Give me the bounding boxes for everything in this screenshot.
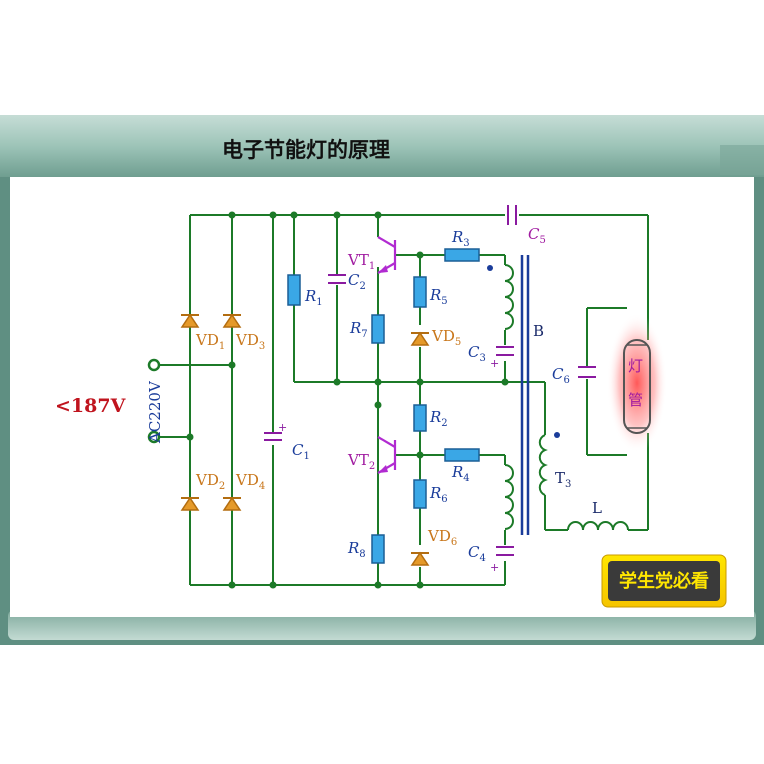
- svg-text:+: +: [490, 561, 499, 574]
- vd2-label: VD2: [195, 471, 225, 492]
- transistor-vt1: [377, 236, 397, 274]
- vd5-label: VD5: [431, 327, 461, 348]
- diode-vd5: [410, 331, 430, 346]
- diode-vd6: [410, 551, 430, 566]
- vd6-label: VD6: [427, 527, 457, 548]
- transistor-vt2: [377, 436, 397, 474]
- diode-vd4: [222, 496, 242, 511]
- r3-label: R3: [451, 228, 470, 249]
- lamp-label-2: 管: [628, 391, 643, 409]
- inductor-l: [567, 521, 629, 531]
- badge: [601, 554, 727, 608]
- r8-label: R8: [347, 539, 366, 560]
- diode-vd1: [180, 313, 200, 328]
- r5-label: R5: [429, 286, 448, 307]
- source-label: AC220V: [146, 380, 164, 444]
- junction-dots: [186, 211, 509, 589]
- c6-label: C6: [552, 365, 570, 386]
- circuit-slide-svg: 电子节能灯的原理 <187V: [0, 115, 764, 645]
- c5-label: C5: [528, 225, 546, 246]
- capacitor-c6: [578, 366, 596, 378]
- resistor-r2: [413, 404, 427, 432]
- lamp-tube: [607, 313, 667, 453]
- slide-title: 电子节能灯的原理: [222, 138, 390, 162]
- c2-label: C2: [348, 271, 366, 292]
- lamp-label-1: 灯: [628, 357, 643, 375]
- resistor-r1: [287, 274, 301, 306]
- vd1-label: VD1: [195, 331, 225, 352]
- resistor-r5: [413, 276, 427, 308]
- resistor-r6: [413, 479, 427, 509]
- l-label: L: [592, 499, 602, 517]
- resistor-r7: [371, 314, 385, 344]
- t3-label: T3: [555, 469, 571, 490]
- b-label: B: [533, 322, 544, 340]
- vt1-label: VT1: [347, 251, 375, 272]
- svg-text:+: +: [490, 357, 499, 370]
- resistor-r8: [371, 534, 385, 564]
- diode-vd3: [222, 313, 242, 328]
- vd4-label: VD4: [235, 471, 265, 492]
- r2-label: R2: [429, 408, 448, 429]
- capacitor-c3: +: [490, 346, 514, 370]
- badge-text: 学生党必看: [619, 570, 709, 592]
- ac-input-terminals: AC220V: [146, 358, 164, 444]
- slide: 电子节能灯的原理 <187V: [0, 115, 764, 645]
- r1-label: R1: [304, 287, 323, 308]
- capacitor-c1: +: [264, 421, 287, 441]
- capacitor-c2: [328, 274, 346, 284]
- resistor-r4: [444, 448, 480, 462]
- vt2-label: VT2: [347, 451, 375, 472]
- diode-vd2: [180, 496, 200, 511]
- svg-text:+: +: [278, 421, 287, 434]
- capacitor-c5: [507, 205, 517, 225]
- voltage-note: <187V: [55, 395, 127, 417]
- c4-label: C4: [468, 543, 486, 564]
- c3-label: C3: [468, 343, 486, 364]
- vd3-label: VD3: [235, 331, 265, 352]
- resistor-r3: [444, 248, 480, 262]
- c1-label: C1: [292, 441, 310, 462]
- capacitor-c4: +: [490, 546, 514, 574]
- r6-label: R6: [429, 484, 448, 505]
- transformer-b: [487, 255, 560, 535]
- r4-label: R4: [451, 463, 470, 484]
- r7-label: R7: [349, 319, 368, 340]
